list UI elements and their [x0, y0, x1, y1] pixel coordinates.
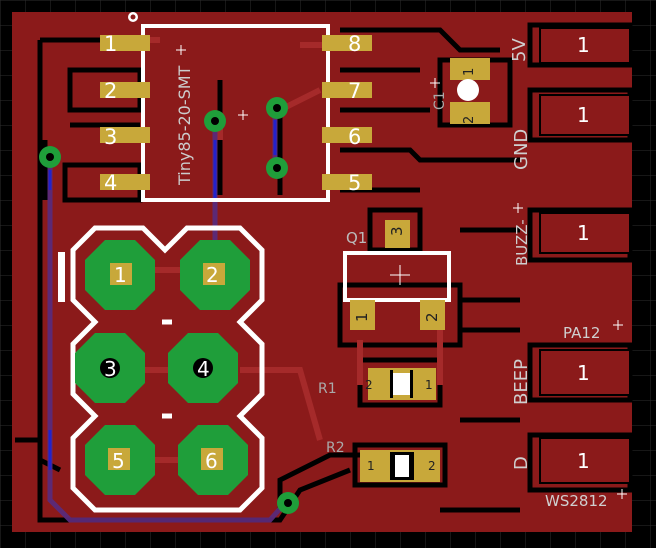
connector-label-buzz: BUZZ- — [513, 219, 531, 266]
clearance-gaps — [15, 22, 633, 523]
header-pads — [75, 240, 250, 495]
connector-pads — [539, 27, 631, 484]
r2-pad-label: 2 — [428, 459, 436, 473]
label-pa12: PA12 — [563, 324, 600, 342]
header-pin-label: 4 — [197, 357, 210, 381]
c1-pad-label: 1 — [462, 68, 477, 76]
label-ws2812: WS2812 — [545, 492, 608, 510]
c1-name: C1 — [432, 91, 448, 110]
ic-pin-label: 7 — [348, 79, 361, 103]
ic-pin-label: 5 — [348, 171, 361, 195]
capacitor-c1: 1 2 C1 — [432, 58, 490, 124]
connector-label-gnd: GND — [511, 129, 532, 170]
resistor-r2: 1 2 R2 — [326, 440, 440, 482]
copper-pour — [12, 12, 632, 532]
connector-pad-label: 1 — [577, 449, 590, 473]
connector-pad-label: 1 — [577, 361, 590, 385]
connector-label-beep: BEEP — [511, 359, 532, 405]
ic-pin-label: 6 — [348, 125, 361, 149]
transistor-q1: 3 1 2 Q1 — [343, 220, 451, 330]
q1-name: Q1 — [346, 229, 367, 247]
connector-labels: 5V GND BUZZ- BEEP D — [509, 38, 532, 470]
ic-pin-label: 4 — [104, 171, 117, 195]
connector-pad-label: 1 — [577, 33, 590, 57]
ic-right-pads — [322, 35, 372, 190]
ic-pin-label: 8 — [348, 32, 361, 56]
header-pin1-marker — [58, 252, 65, 302]
r1-pad-label: 1 — [425, 378, 433, 392]
r1-pad-label: 2 — [365, 378, 373, 392]
c1-pad-label: 2 — [462, 116, 477, 124]
resistor-r1: 2 1 R1 — [318, 368, 436, 400]
r1-name: R1 — [318, 381, 337, 397]
q1-pad-label: 3 — [388, 226, 406, 236]
q1-pad-label: 1 — [353, 312, 371, 322]
ic-pin-label: 2 — [104, 79, 117, 103]
ic-pin-numbers: 1 2 3 4 8 7 6 5 — [104, 32, 361, 195]
connector-pad-label: 1 — [577, 103, 590, 127]
ic-pin-label: 1 — [104, 32, 117, 56]
header-outline — [70, 225, 265, 513]
header-pin-label: 6 — [205, 449, 218, 473]
vias — [39, 97, 299, 514]
header-pin-numbers: 1 2 3 4 5 6 — [104, 263, 219, 473]
airwires — [48, 120, 277, 470]
ic-pin-label: 3 — [104, 125, 117, 149]
r2-name: R2 — [326, 440, 345, 456]
header-pin-label: 3 — [104, 357, 117, 381]
header-pin-label: 5 — [112, 449, 125, 473]
connector-label-5v: 5V — [509, 38, 530, 62]
ic-left-pads — [100, 35, 150, 190]
ic-outline — [141, 24, 330, 202]
header-pin-label: 1 — [114, 263, 127, 287]
header-pin-label: 2 — [206, 263, 219, 287]
connector-pad-numbers: 1 1 1 1 1 — [577, 33, 590, 473]
ic-name-label: Tiny85-20-SMT — [175, 65, 194, 186]
origin-crosses — [176, 45, 627, 499]
r2-pad-label: 1 — [367, 459, 375, 473]
q1-pad-label: 2 — [423, 312, 441, 322]
connector-pad-label: 1 — [577, 221, 590, 245]
connector-label-d: D — [511, 456, 532, 470]
